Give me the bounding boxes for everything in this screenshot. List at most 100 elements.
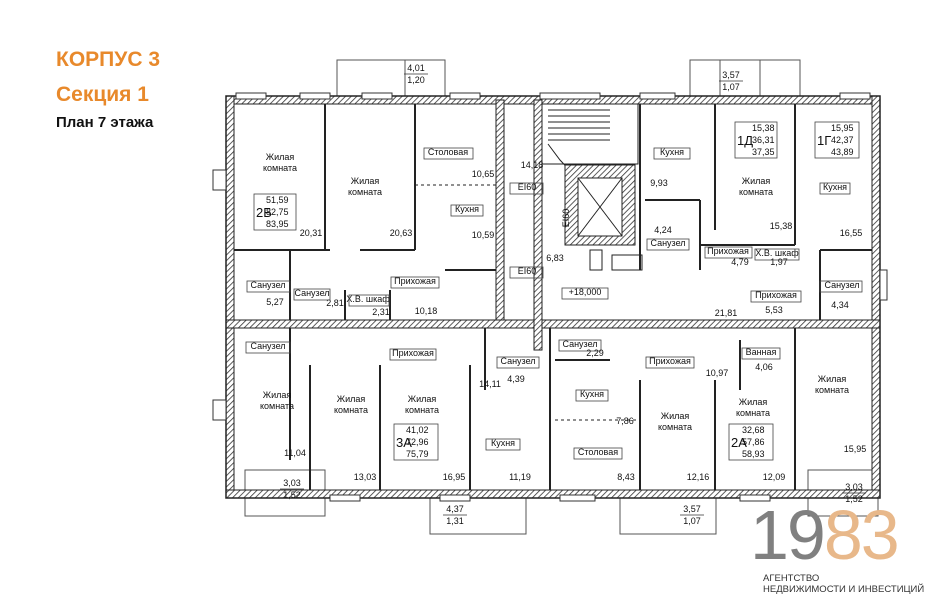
logo-line2: НЕДВИЖИМОСТИ И ИНВЕСТИЦИЙ <box>763 584 925 595</box>
room-label: Санузел <box>650 238 685 248</box>
area-value: 16,55 <box>840 228 863 238</box>
balcony-area: 1,07 <box>722 82 740 92</box>
room-label: Санузел <box>250 341 285 351</box>
stair-core <box>541 103 643 271</box>
room-label: Прихожая <box>394 276 436 286</box>
area-value: 10,59 <box>472 230 495 240</box>
room-label: Санузел <box>824 280 859 290</box>
area-value: 15,95 <box>844 444 867 454</box>
balcony-area: 1,52 <box>845 494 863 504</box>
apt-area: 32,68 <box>742 425 765 435</box>
area-value: 20,63 <box>390 228 413 238</box>
room-label: Жилая <box>408 394 437 404</box>
room-label: Ванная <box>746 347 777 357</box>
room-label: Кухня <box>455 204 479 214</box>
room-label: комната <box>658 422 692 432</box>
balcony-area: 1,07 <box>683 516 701 526</box>
area-value: 12,09 <box>763 472 786 482</box>
apt-area: 15,38 <box>752 123 775 133</box>
apt-code: 2Б <box>256 205 272 220</box>
apt-area: 72,96 <box>406 437 429 447</box>
apt-code: 3А <box>396 435 412 450</box>
apt-code: 1Г <box>817 133 831 148</box>
area-value: 12,16 <box>687 472 710 482</box>
balcony-area: 3,57 <box>722 70 740 80</box>
room-label: Жилая <box>337 394 366 404</box>
room-label: Кухня <box>580 389 604 399</box>
room-label: EI60 <box>518 182 537 192</box>
area-value: 15,38 <box>770 221 793 231</box>
room-label: Жилая <box>661 411 690 421</box>
area-value: 14,11 <box>479 379 501 389</box>
apt-area: 75,79 <box>406 449 429 459</box>
room-label: комната <box>739 187 773 197</box>
balcony-area: 1,20 <box>407 75 425 85</box>
room-label: Х.В. шкаф <box>755 248 799 258</box>
area-value: 21,81 <box>715 308 738 318</box>
room-label: Кухня <box>823 182 847 192</box>
apt-area: 36,31 <box>752 135 775 145</box>
room-label: EI60 <box>561 209 571 228</box>
apt-code: 2А <box>731 435 747 450</box>
balcony-area: 1,52 <box>283 490 301 500</box>
room-label: Кухня <box>491 438 515 448</box>
plan-title: План 7 этажа <box>56 114 154 131</box>
room-label: Санузел <box>250 280 285 290</box>
room-label: Х.В. шкаф <box>346 294 390 304</box>
room-label: Санузел <box>562 339 597 349</box>
area-value: 4,06 <box>755 362 773 372</box>
room-label: Жилая <box>742 176 771 186</box>
room-label: Жилая <box>739 397 768 407</box>
area-value: 2,31 <box>372 307 390 317</box>
area-value: 4,39 <box>507 374 525 384</box>
area-value: 7,86 <box>616 416 634 426</box>
logo-digits-gray: 19 <box>750 496 826 574</box>
room-label: комната <box>263 163 297 173</box>
room-label: Столовая <box>578 447 618 457</box>
area-value: 11,04 <box>284 448 306 458</box>
area-value: 10,97 <box>706 368 729 378</box>
apt-area: 51,59 <box>266 195 289 205</box>
balcony-area: 3,03 <box>283 478 301 488</box>
apt-code: 1Д <box>737 133 753 148</box>
apt-area: 43,89 <box>831 147 854 157</box>
logo-digits-peach: 83 <box>823 496 900 574</box>
area-value: 4,24 <box>654 225 672 235</box>
balcony-area: 4,01 <box>407 63 425 73</box>
balcony-area: 1,31 <box>446 516 464 526</box>
apt-area: 41,02 <box>406 425 429 435</box>
area-value: 2,29 <box>586 348 604 358</box>
apt-area: 58,93 <box>742 449 765 459</box>
room-label: комната <box>348 187 382 197</box>
room-label: Жилая <box>263 390 292 400</box>
area-value: 5,53 <box>765 305 783 315</box>
area-value: 10,18 <box>415 306 438 316</box>
room-label: комната <box>334 405 368 415</box>
apt-area: 42,37 <box>831 135 854 145</box>
logo-line1: АГЕНТСТВО <box>763 573 820 584</box>
area-value: 1,97 <box>770 257 788 267</box>
area-value: 4,34 <box>831 300 849 310</box>
apt-area: 57,86 <box>742 437 765 447</box>
apt-area: 83,95 <box>266 219 289 229</box>
area-value: 11,19 <box>509 472 531 482</box>
room-label: Прихожая <box>392 348 434 358</box>
section-title: Секция 1 <box>56 83 149 106</box>
apt-area: 82,75 <box>266 207 289 217</box>
area-value: +18,000 <box>569 287 602 297</box>
area-value: 2,81 <box>326 298 344 308</box>
room-label: Прихожая <box>707 246 749 256</box>
agency-logo: 1983 <box>750 500 900 570</box>
area-value: 10,65 <box>472 169 495 179</box>
room-label: EI60 <box>518 266 537 276</box>
area-value: 6,83 <box>546 253 564 263</box>
room-label: Прихожая <box>649 356 691 366</box>
area-value: 8,43 <box>617 472 635 482</box>
room-label: Санузел <box>500 356 535 366</box>
room-label: комната <box>405 405 439 415</box>
area-value: 5,27 <box>266 297 284 307</box>
room-label: Прихожая <box>755 290 797 300</box>
apt-area: 37,35 <box>752 147 775 157</box>
apt-area: 15,95 <box>831 123 854 133</box>
